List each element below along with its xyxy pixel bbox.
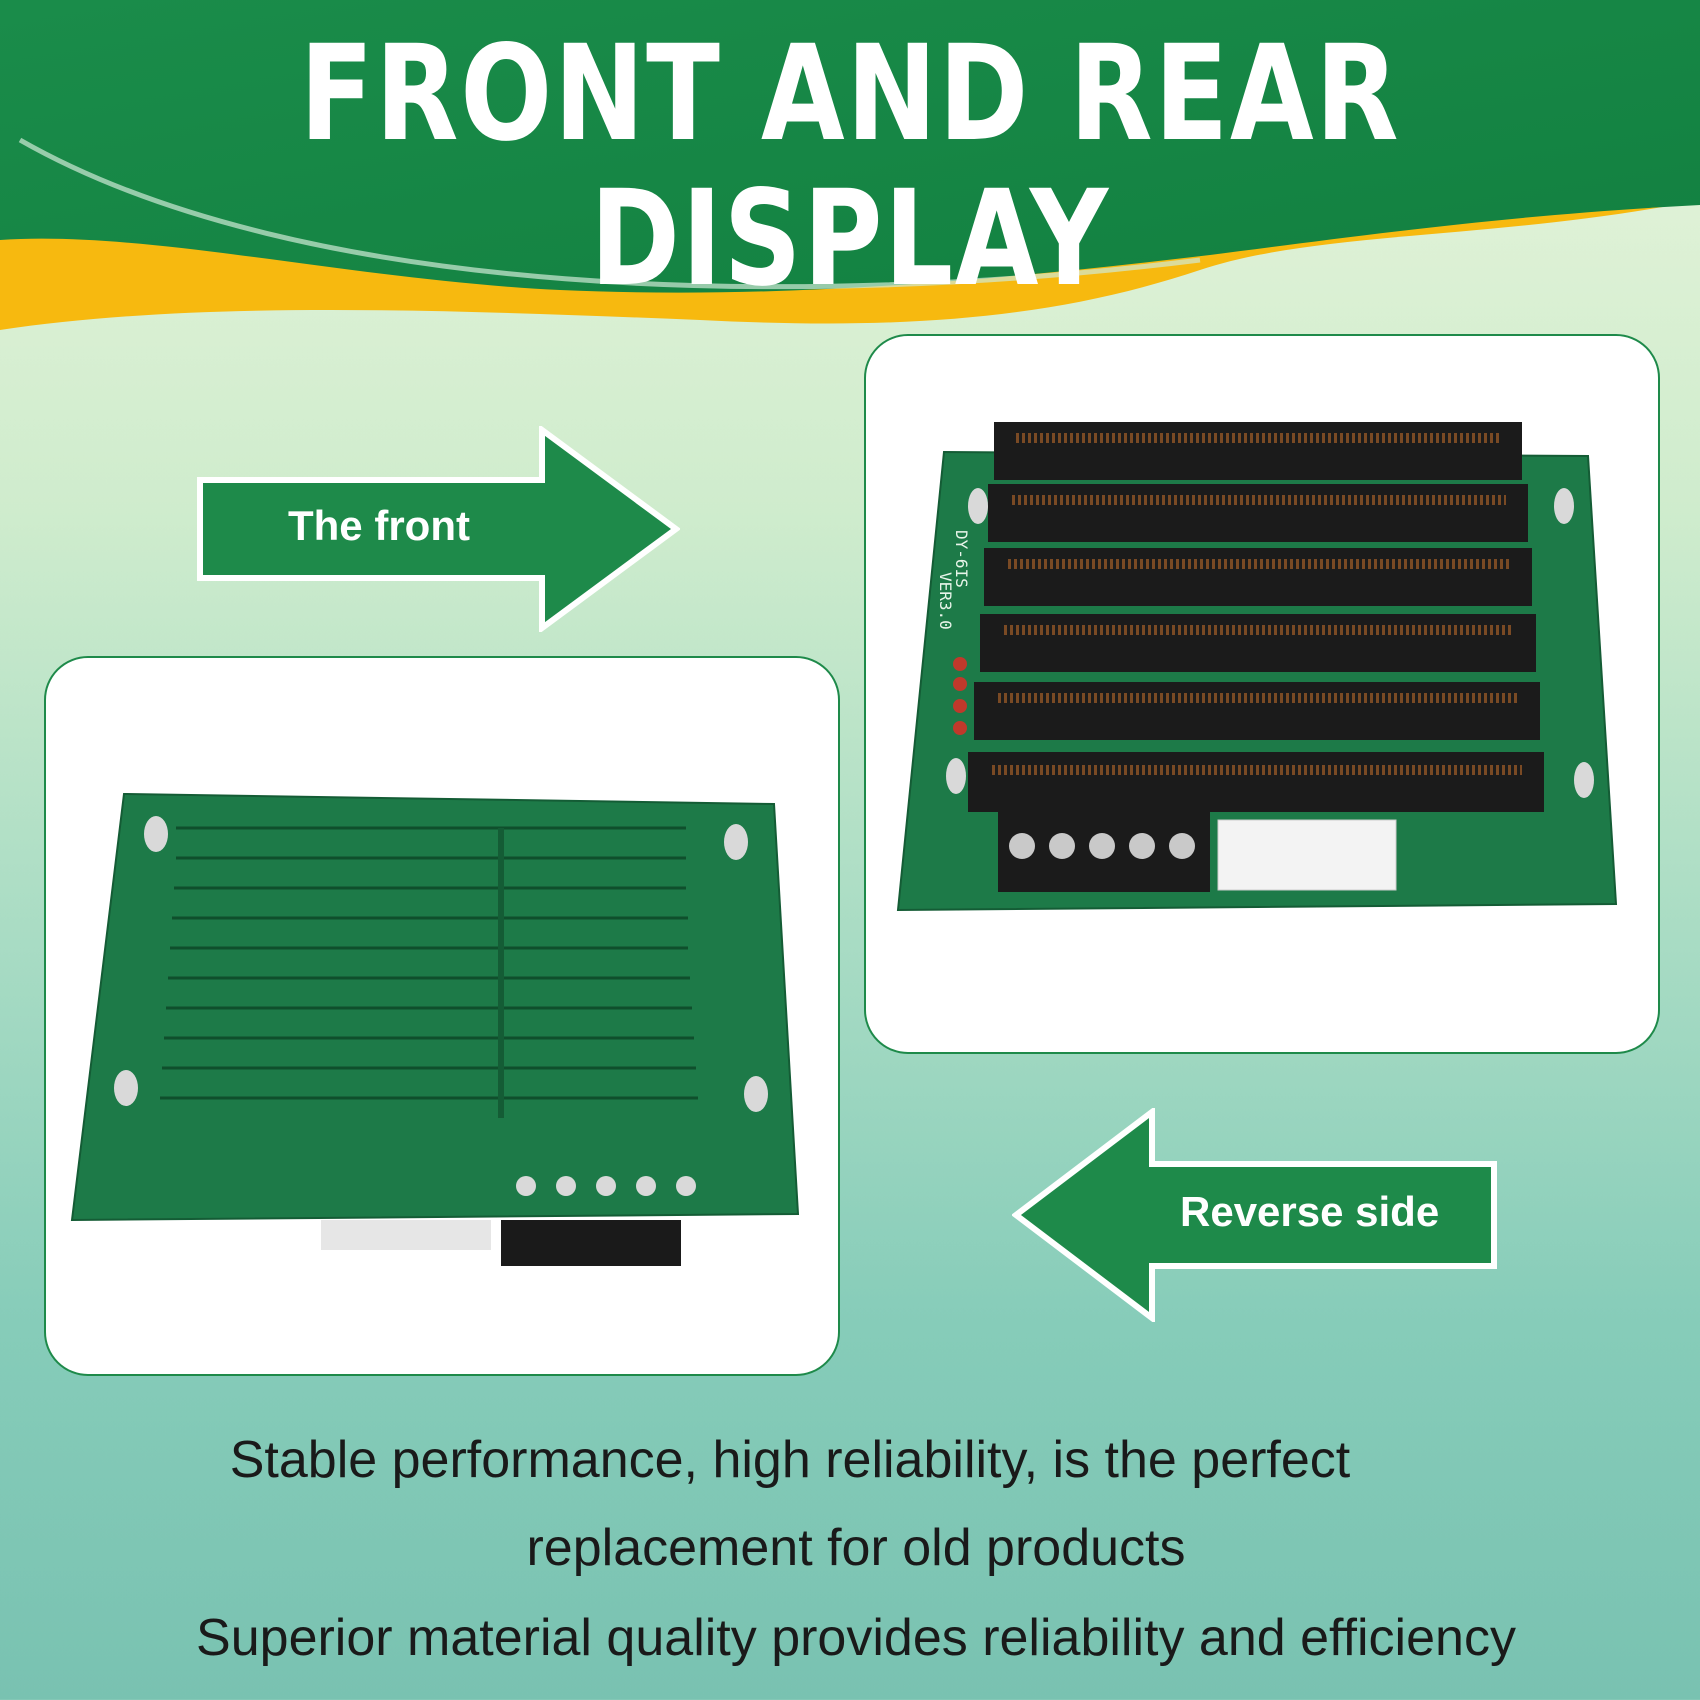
pcb-rear-image [70, 792, 800, 1266]
board-model-text: DY-6IS [952, 530, 971, 588]
caption-line-1: Stable performance, high reliability, is… [229, 1431, 1351, 1489]
front-board-photo: DY-6IS VER3.0 [864, 334, 1660, 1054]
caption-line-2: replacement for old products [526, 1519, 1186, 1577]
board-version-text: VER3.0 [936, 572, 955, 630]
reverse-label: Reverse side [1180, 1188, 1440, 1235]
front-arrow: The front [196, 426, 680, 632]
page-title: FRONT AND REAR DISPLAY [299, 17, 1401, 317]
rear-board-photo [44, 656, 840, 1376]
left-arrow-icon [1012, 1108, 1497, 1322]
caption-line-3: Superior material quality provides relia… [196, 1609, 1516, 1667]
reverse-arrow: Reverse side [1012, 1108, 1498, 1322]
pcb-front-image: DY-6IS VER3.0 [896, 422, 1618, 912]
front-label: The front [288, 502, 470, 549]
right-arrow-icon [197, 426, 680, 632]
